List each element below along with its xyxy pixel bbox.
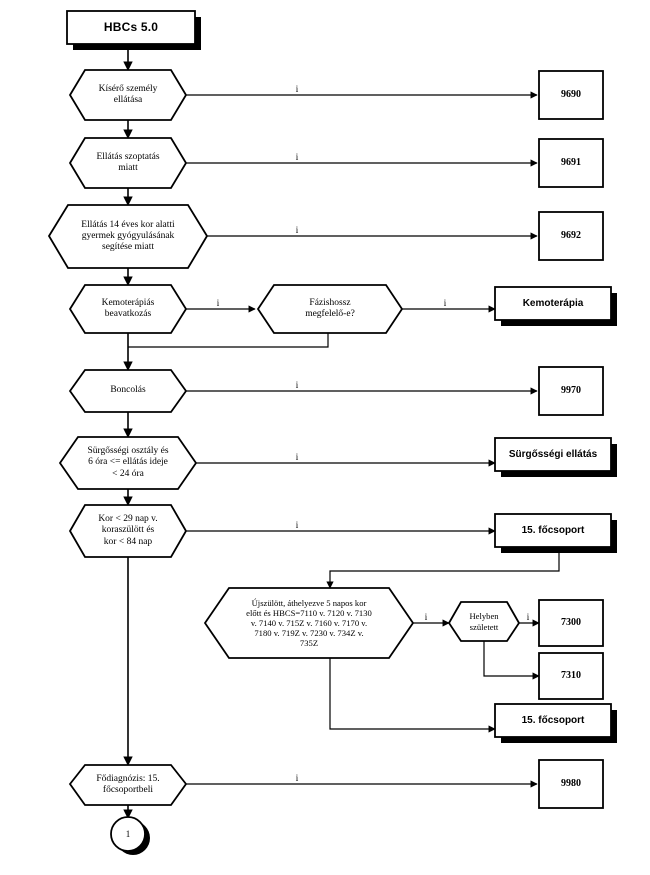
decision-label-fodiagnozis: Fődiagnózis: 15.főcsoportbeli (96, 773, 160, 795)
edge-helyben-to-7310 (483, 641, 540, 680)
terminal-circle (110, 816, 146, 852)
decision-szoptatas (68, 137, 188, 189)
decision-kisero (68, 69, 188, 121)
output-box-9980 (538, 759, 604, 809)
output-box-9970 (538, 366, 604, 416)
output-box-kemoterapia (494, 286, 612, 321)
output-label-focsoport-bottom: 15. főcsoport (521, 714, 585, 726)
edge-ujszulott-to-fo15b (329, 658, 496, 733)
output-label-focsoport-top: 15. főcsoport (521, 524, 585, 536)
output-label-9691: 9691 (561, 157, 581, 169)
edge-marker-kor29: i (295, 520, 299, 530)
output-box-9691 (538, 138, 604, 188)
diagram-title: HBCs 5.0 (103, 20, 159, 35)
decision-surgossegi (58, 436, 198, 490)
decision-gyermek (47, 204, 209, 269)
output-label-9980: 9980 (561, 778, 581, 790)
terminal-label: 1 (125, 828, 131, 839)
edge-marker-kemoterapias: i (216, 298, 220, 308)
decision-boncolas (68, 369, 188, 413)
edge-marker-fazishossz: i (443, 298, 447, 308)
output-label-7300: 7300 (561, 617, 581, 629)
decision-kemoterapias (68, 284, 188, 334)
title-box (66, 10, 196, 45)
output-box-focsoport-bottom (494, 703, 612, 738)
output-box-7310 (538, 652, 604, 700)
output-label-kemoterapia: Kemoterápia (522, 297, 584, 309)
output-box-9692 (538, 211, 604, 261)
edge-marker-boncolas: i (295, 380, 299, 390)
decision-fodiagnozis (68, 764, 188, 806)
output-label-surgossegi-ellatas: Sürgősségi ellátás (508, 448, 598, 460)
edge-marker-helyben: i (526, 612, 530, 622)
edge-marker-kisero: i (295, 84, 299, 94)
edge-marker-ujszulott: i (424, 612, 428, 622)
decision-fazishossz (256, 284, 404, 334)
output-box-focsoport-top (494, 513, 612, 548)
edge-marker-szoptatas: i (295, 152, 299, 162)
decision-kor29 (68, 504, 188, 558)
output-label-9690: 9690 (561, 89, 581, 101)
output-label-7310: 7310 (561, 670, 581, 682)
edge-marker-fodiagnozis: i (295, 773, 299, 783)
output-box-7300 (538, 599, 604, 647)
edge-marker-surgossegi: i (295, 452, 299, 462)
decision-label-boncolas: Boncolás (110, 385, 146, 396)
output-label-9692: 9692 (561, 230, 581, 242)
decision-helyben (447, 601, 521, 642)
output-label-9970: 9970 (561, 385, 581, 397)
output-box-9690 (538, 70, 604, 120)
output-box-surgossegi (494, 437, 612, 472)
edge-fo15a-to-ujszulott (326, 553, 560, 589)
edge-marker-gyermek: i (295, 225, 299, 235)
edge-fazis-loop-back (128, 333, 329, 348)
decision-ujszulott (203, 587, 415, 659)
